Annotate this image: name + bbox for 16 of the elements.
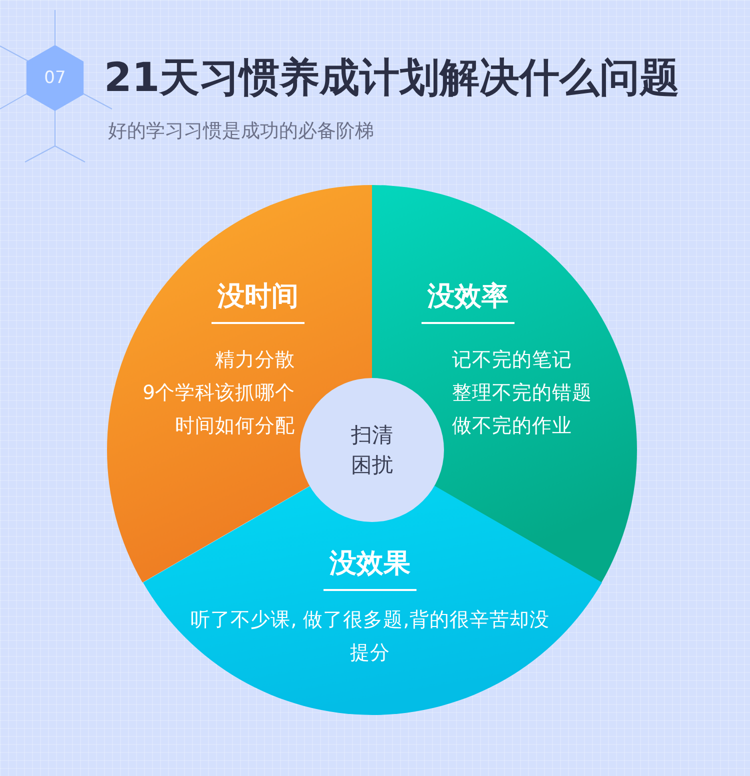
sector-heading: 没效果 [323,545,416,591]
sector-text: 做不完的作业 [452,413,572,439]
badge-number: 07 [44,68,66,88]
hexagon-badge [24,44,86,112]
center-text: 扫清困扰 [350,422,394,479]
sector-heading: 没时间 [212,278,304,324]
sector-text: 记不完的笔记 [452,347,572,373]
sector-text: 听了不少课, 做了很多题,背的很辛苦却没提分 [190,607,550,666]
sector-text: 时间如何分配 [175,413,295,439]
sector-text: 精力分散 [215,347,295,373]
subtitle: 好的学习习惯是成功的必备阶梯 [108,119,374,144]
sector-text: 整理不完的错题 [452,380,592,406]
title: 21天习惯养成计划解决什么问题 [104,54,680,103]
sector-heading: 没效率 [422,278,514,324]
sector-text: 9个学科该抓哪个 [142,380,295,406]
center-circle [300,378,444,522]
